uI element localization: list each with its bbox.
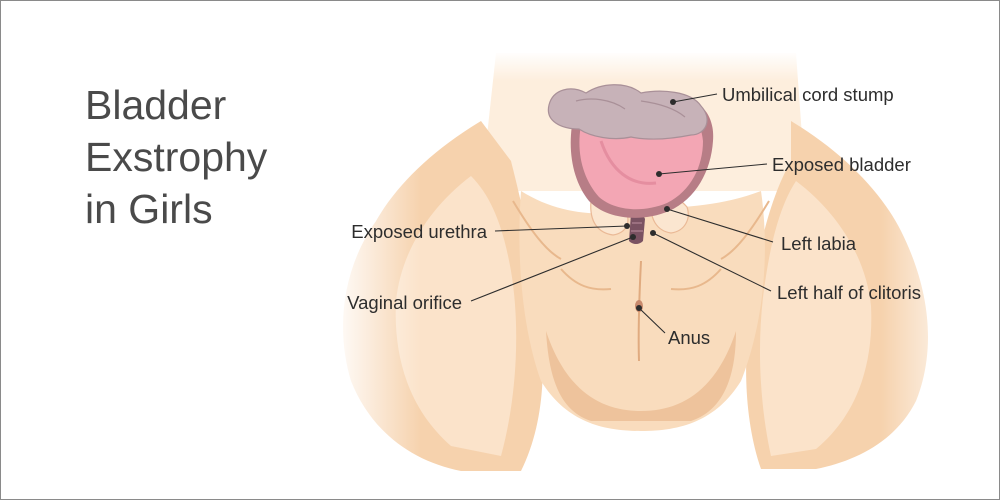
- title-line-3: in Girls: [85, 186, 213, 232]
- title-line-1: Bladder: [85, 82, 227, 128]
- callout-labels: Umbilical cord stump Exposed bladder Exp…: [347, 84, 921, 348]
- marker-labia: [664, 206, 670, 212]
- leader-lines: [470, 93, 774, 334]
- label-left-labia: Left labia: [781, 233, 857, 254]
- umbilical-stump-shape: [547, 84, 708, 140]
- marker-anus: [636, 305, 642, 311]
- label-left-half-of-clitoris: Left half of clitoris: [777, 282, 921, 303]
- diagram-title: Bladder Exstrophy in Girls: [85, 79, 267, 235]
- marker-clitoris: [650, 230, 656, 236]
- marker-umbilical: [670, 99, 676, 105]
- label-vaginal-orifice: Vaginal orifice: [347, 292, 462, 313]
- label-exposed-urethra: Exposed urethra: [351, 221, 487, 242]
- label-anus: Anus: [668, 327, 710, 348]
- marker-vaginal: [630, 234, 636, 240]
- label-exposed-bladder: Exposed bladder: [772, 154, 911, 175]
- marker-urethra: [624, 223, 630, 229]
- title-line-2: Exstrophy: [85, 134, 268, 180]
- label-umbilical-cord-stump: Umbilical cord stump: [722, 84, 894, 105]
- marker-bladder: [656, 171, 662, 177]
